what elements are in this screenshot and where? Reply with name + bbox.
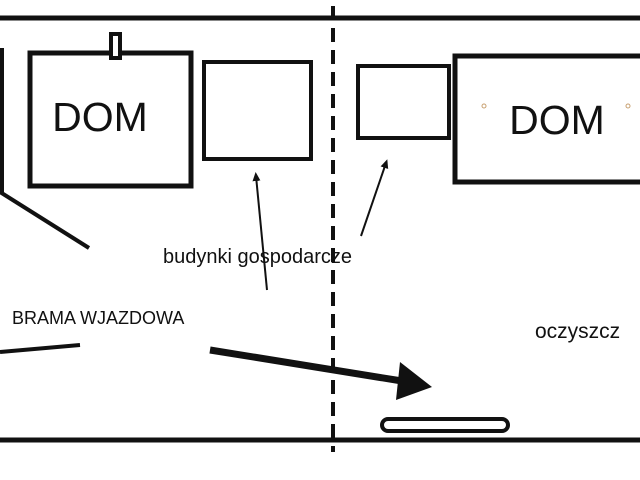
outbuilding-left [202, 60, 313, 161]
gate-line-upper [0, 190, 91, 250]
chimney [109, 32, 122, 60]
house-right [452, 53, 640, 185]
treatment-label: oczyszcz [535, 320, 620, 343]
arrow-to-outbuilding-left [252, 172, 268, 291]
marker-dot [481, 103, 487, 109]
partial-building-left [0, 48, 4, 192]
outbuildings-label: budynki gospodarcze [163, 246, 352, 268]
entrance-arrow [209, 346, 403, 385]
entrance-arrow-head [396, 362, 432, 400]
house-left-label: DOM [52, 94, 148, 140]
treatment-tank [380, 417, 510, 433]
entrance-gate-label: BRAMA WJAZDOWA [12, 308, 184, 328]
house-left [27, 50, 194, 189]
house-right-label: DOM [509, 97, 605, 143]
gate-line-lower [0, 343, 81, 354]
arrow-to-outbuilding-right [360, 159, 389, 237]
outbuilding-right [356, 64, 451, 140]
marker-dot [625, 103, 631, 109]
